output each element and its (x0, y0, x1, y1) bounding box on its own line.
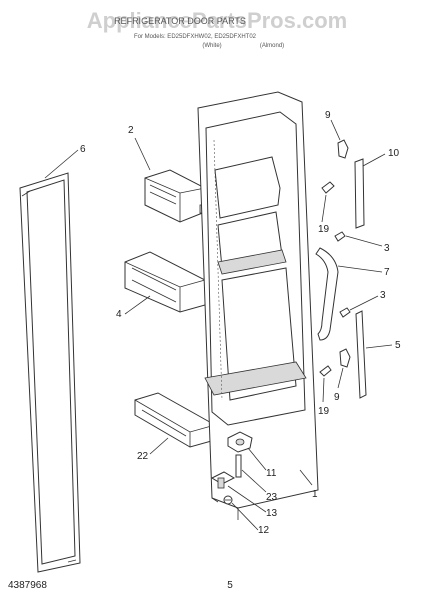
door-handle (315, 247, 339, 341)
leader-4 (124, 295, 151, 315)
callout-9-top: 9 (325, 110, 331, 121)
leader-23 (241, 469, 267, 493)
callout-1: 1 (312, 489, 318, 500)
watermark: AppliancePartsPros.com (87, 8, 347, 33)
callout-6: 6 (80, 144, 86, 155)
dairy-compartment-door (144, 169, 207, 223)
callout-4: 4 (116, 309, 122, 320)
door-assembly (197, 91, 319, 520)
leader-2 (134, 137, 151, 171)
page-number: 5 (227, 580, 233, 591)
hinge-screw (223, 495, 233, 505)
leader-13 (227, 485, 267, 513)
trim-strip-upper (354, 158, 365, 229)
callout-3-top: 3 (384, 243, 390, 254)
door-bin (124, 251, 206, 313)
callout-19-top: 19 (318, 224, 330, 235)
diagram-title: REFRIGERATOR DOOR PARTS (114, 16, 246, 26)
handle-screw-top (334, 231, 346, 242)
callout-22: 22 (137, 451, 149, 462)
callout-11: 11 (266, 468, 277, 479)
leader-19-bottom (322, 377, 325, 403)
lower-door-bin (134, 392, 216, 448)
callout-7: 7 (384, 267, 390, 278)
callout-2: 2 (128, 125, 134, 136)
diagram-subtitle: For Models: ED25DFXHW02, ED25DFXHT02 (134, 34, 257, 40)
hinge-bracket (227, 431, 253, 453)
leader-12 (231, 502, 259, 531)
callout-19-bottom: 19 (318, 406, 330, 417)
hinge-cap-top (337, 139, 349, 159)
leader-5 (365, 344, 393, 349)
leader-22 (149, 437, 169, 455)
variant-white: (White) (202, 43, 221, 49)
hinge-cap-bottom (339, 348, 351, 368)
callout-5: 5 (395, 340, 401, 351)
leader-19-top (321, 194, 327, 223)
door-gasket (19, 172, 81, 573)
callout-9-bottom: 9 (334, 392, 340, 403)
screw-top (321, 181, 335, 194)
callout-3-bottom: 3 (380, 290, 386, 301)
leader-3-top (345, 235, 383, 247)
leader-1 (299, 469, 313, 486)
document-part-number: 4387968 (8, 580, 47, 591)
leader-9-top (330, 119, 341, 141)
variant-almond: (Almond) (260, 43, 284, 49)
trim-strip-lower (355, 310, 367, 399)
hinge-pin (235, 454, 242, 478)
callout-10: 10 (388, 148, 400, 159)
screw-bottom (319, 365, 332, 377)
callout-23: 23 (266, 492, 278, 503)
leader-7 (337, 265, 383, 273)
leader-6 (44, 149, 79, 179)
leader-10 (362, 153, 386, 167)
handle-screw-bottom (339, 307, 351, 318)
leader-11 (247, 447, 267, 471)
callout-12: 12 (258, 525, 270, 536)
leader-3-bottom (349, 295, 379, 311)
hinge-plate (210, 471, 236, 489)
leader-9-bottom (337, 367, 344, 389)
callout-13: 13 (266, 508, 278, 519)
